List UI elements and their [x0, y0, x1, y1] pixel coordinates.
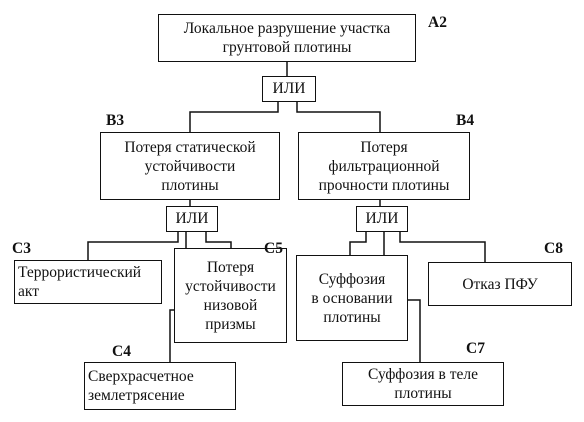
node-c3-code: С3 [12, 240, 31, 257]
node-b4: Потеря фильтрационной прочности плотины [298, 132, 470, 200]
node-c3: Террористический акт [14, 260, 162, 304]
node-c4: Сверхрасчетное землетрясение [84, 362, 236, 410]
node-b3: Потеря статической устойчивости плотины [100, 132, 280, 200]
node-c8-code: С8 [544, 240, 563, 257]
node-c5-code: С5 [264, 240, 283, 257]
gate-right-or: ИЛИ [356, 206, 408, 232]
gate-top-or: ИЛИ [262, 76, 316, 102]
node-a2: Локальное разрушение участка грунтовой п… [158, 14, 416, 62]
node-a2-code: А2 [428, 14, 447, 31]
gate-left-or: ИЛИ [166, 206, 218, 232]
node-b3-code: В3 [106, 112, 125, 129]
node-c8: Отказ ПФУ [428, 262, 572, 306]
node-c7-code: С7 [466, 340, 485, 357]
node-c4-code: С4 [112, 343, 131, 360]
node-c5: Потеря устойчивости низовой призмы [174, 248, 287, 343]
node-suffusion-base: Суффозия в основании плотины [296, 255, 408, 341]
node-b4-code: В4 [456, 112, 475, 129]
node-c7: Суффозия в теле плотины [342, 362, 504, 406]
